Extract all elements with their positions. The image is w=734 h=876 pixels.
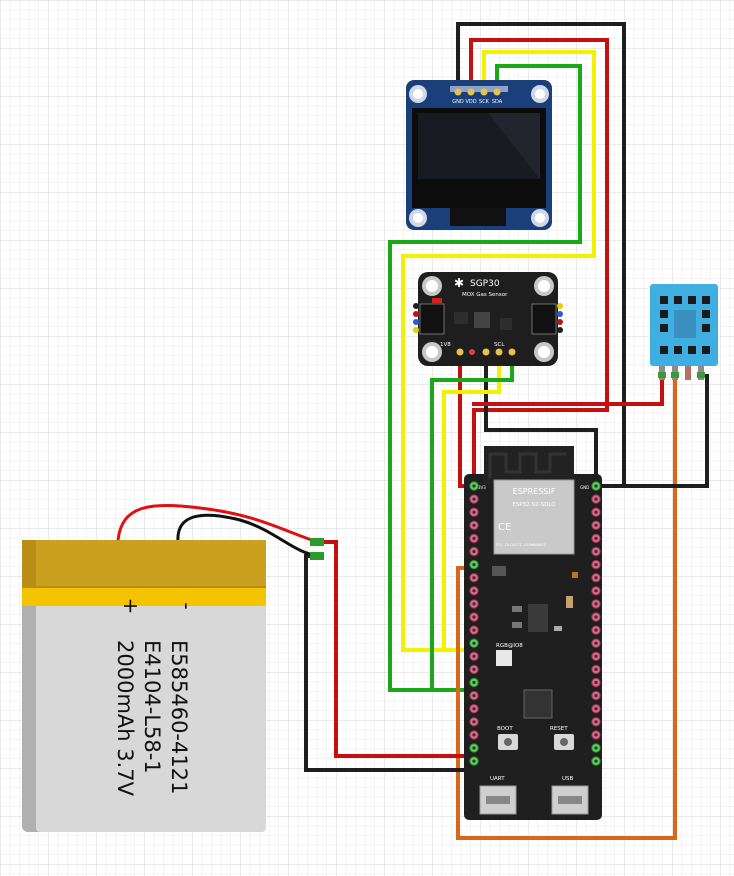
esp32-pin-hole: [594, 667, 598, 672]
esp32-pin-hole: [472, 563, 476, 567]
esp32-pin-hole: [594, 510, 598, 514]
sgp30-qt-connector-right: [531, 303, 557, 335]
esp32-boot-label: BOOT: [497, 726, 513, 732]
battery-lead-red: [116, 504, 319, 544]
esp32-pin-hole: [472, 589, 476, 593]
esp32-pin-hole: [594, 746, 598, 750]
sgp30-sensor-board[interactable]: ✱ SGP30 MOX Gas Sensor 1V8 SCL: [413, 272, 563, 366]
esp32-pin-hole: [594, 602, 598, 606]
wire-oled-sck[interactable]: [401, 50, 596, 652]
esp32-pin-hole: [472, 720, 476, 724]
oled-display[interactable]: GND VDD SCK SDA: [406, 80, 552, 230]
esp32-pin-hole: [472, 667, 476, 672]
battery-label-line2: E4104-L58-1: [140, 640, 164, 774]
oled-pin-sck: SCK: [479, 99, 490, 105]
esp32-fcc-id: FCC ID:2AC7Z-ESPWROOM32: [496, 543, 546, 547]
wire-oled-vdd[interactable]: [469, 38, 609, 488]
esp32-module-name: ESP32-S2-SOLO: [512, 502, 556, 508]
dht11-sensor[interactable]: [650, 284, 718, 380]
esp32-ce-mark: CE: [498, 522, 511, 533]
esp32-pin-hole: [594, 576, 598, 580]
sgp30-star-logo: ✱: [454, 276, 464, 290]
sgp30-title: SGP30: [470, 279, 500, 289]
battery-plus-label: +: [119, 598, 143, 615]
lipo-battery[interactable]: + - E585460-4121 E4104-L58-1 2000mAh 3.7…: [22, 540, 266, 832]
esp32-pin-hole: [594, 628, 598, 632]
battery-label-line1: E585460-4121: [167, 640, 191, 794]
sgp30-subtitle: MOX Gas Sensor: [462, 292, 508, 298]
esp32-pin-hole: [594, 484, 598, 488]
esp32-pin-hole: [594, 759, 598, 763]
esp32-led-label: RGB@IO8: [496, 643, 523, 649]
esp32-pin-hole: [472, 615, 476, 619]
oled-pin-sda: SDA: [492, 99, 503, 105]
esp32-pin-hole: [594, 694, 598, 698]
esp32-pin-hole: [594, 536, 598, 541]
oled-pin-vdd: VDD: [465, 99, 476, 105]
esp32-pin-hole: [594, 680, 598, 685]
esp32-s2-board[interactable]: ESPRESSIF ESP32-S2-SOLO CE FCC ID:2AC7Z-…: [464, 446, 602, 820]
wire-battery-positive[interactable]: [316, 540, 476, 758]
esp32-left-pin-header[interactable]: [469, 481, 479, 766]
wire-dht-vcc[interactable]: [472, 374, 664, 406]
sgp30-chip: [474, 312, 490, 328]
battery-label-line3: 2000mAh 3.7V: [113, 640, 137, 797]
battery-connector-black: [310, 552, 324, 560]
esp32-pin-hole: [594, 641, 598, 645]
esp32-pin-hole: [472, 602, 476, 606]
esp32-pin-hole: [472, 759, 476, 763]
wire-dht-data[interactable]: [456, 374, 677, 840]
battery-lead-black: [176, 513, 319, 558]
esp32-pin-hole: [594, 720, 598, 724]
esp32-usb-label: USB: [562, 776, 574, 782]
esp32-pin-gnd-label: GND: [580, 485, 589, 490]
esp32-pin-hole: [472, 707, 476, 711]
wire-oled-sda[interactable]: [388, 64, 582, 692]
esp32-uart-label: UART: [490, 776, 505, 782]
esp32-pin-3v3-label: 3V3: [478, 485, 486, 490]
esp32-pin-hole: [594, 654, 598, 658]
esp32-brand: ESPRESSIF: [513, 487, 556, 496]
wire-sgp30-scl[interactable]: [442, 350, 501, 652]
wire-dht-gnd[interactable]: [594, 374, 709, 488]
sgp30-pin-scl: SCL: [494, 342, 505, 348]
sgp30-pin-1v8: 1V8: [440, 342, 451, 348]
esp32-pin-hole: [472, 680, 476, 685]
esp32-pin-hole: [472, 694, 476, 698]
battery-connector-red: [310, 538, 324, 546]
esp32-reset-label: RESET: [550, 726, 568, 732]
esp32-pin-hole: [472, 484, 476, 488]
esp32-pin-hole: [472, 733, 476, 737]
esp32-pin-hole: [472, 497, 476, 501]
esp32-right-pin-header[interactable]: [591, 481, 601, 766]
esp32-pin-hole: [472, 628, 476, 632]
esp32-pin-hole: [472, 576, 476, 580]
esp32-pin-hole: [594, 707, 598, 711]
sgp30-qt-connector-left: [419, 303, 445, 335]
esp32-pin-hole: [472, 536, 476, 541]
oled-pin-labels: GND VDD SCK SDA: [450, 86, 508, 105]
esp32-pin-hole: [594, 615, 598, 619]
esp32-module: [493, 479, 575, 555]
esp32-rgb-led: [496, 650, 512, 666]
esp32-pin-hole: [472, 549, 476, 554]
oled-pin-gnd: GND: [452, 99, 464, 105]
esp32-pin-hole: [472, 523, 476, 527]
esp32-pin-hole: [594, 589, 598, 593]
esp32-pin-hole: [594, 733, 598, 737]
dht11-vent-grid: [660, 296, 710, 354]
esp32-pin-hole: [472, 654, 476, 658]
battery-minus-label: -: [175, 602, 199, 609]
esp32-pin-hole: [594, 523, 598, 527]
esp32-pin-hole: [594, 563, 598, 567]
esp32-pin-hole: [472, 746, 476, 750]
esp32-pin-hole: [594, 497, 598, 501]
esp32-pin-hole: [472, 510, 476, 514]
esp32-mcu-chip: [523, 689, 553, 719]
sgp30-power-led: [469, 349, 475, 355]
esp32-antenna: [484, 446, 574, 484]
esp32-pin-hole: [472, 641, 476, 645]
esp32-pin-hole: [594, 549, 598, 554]
